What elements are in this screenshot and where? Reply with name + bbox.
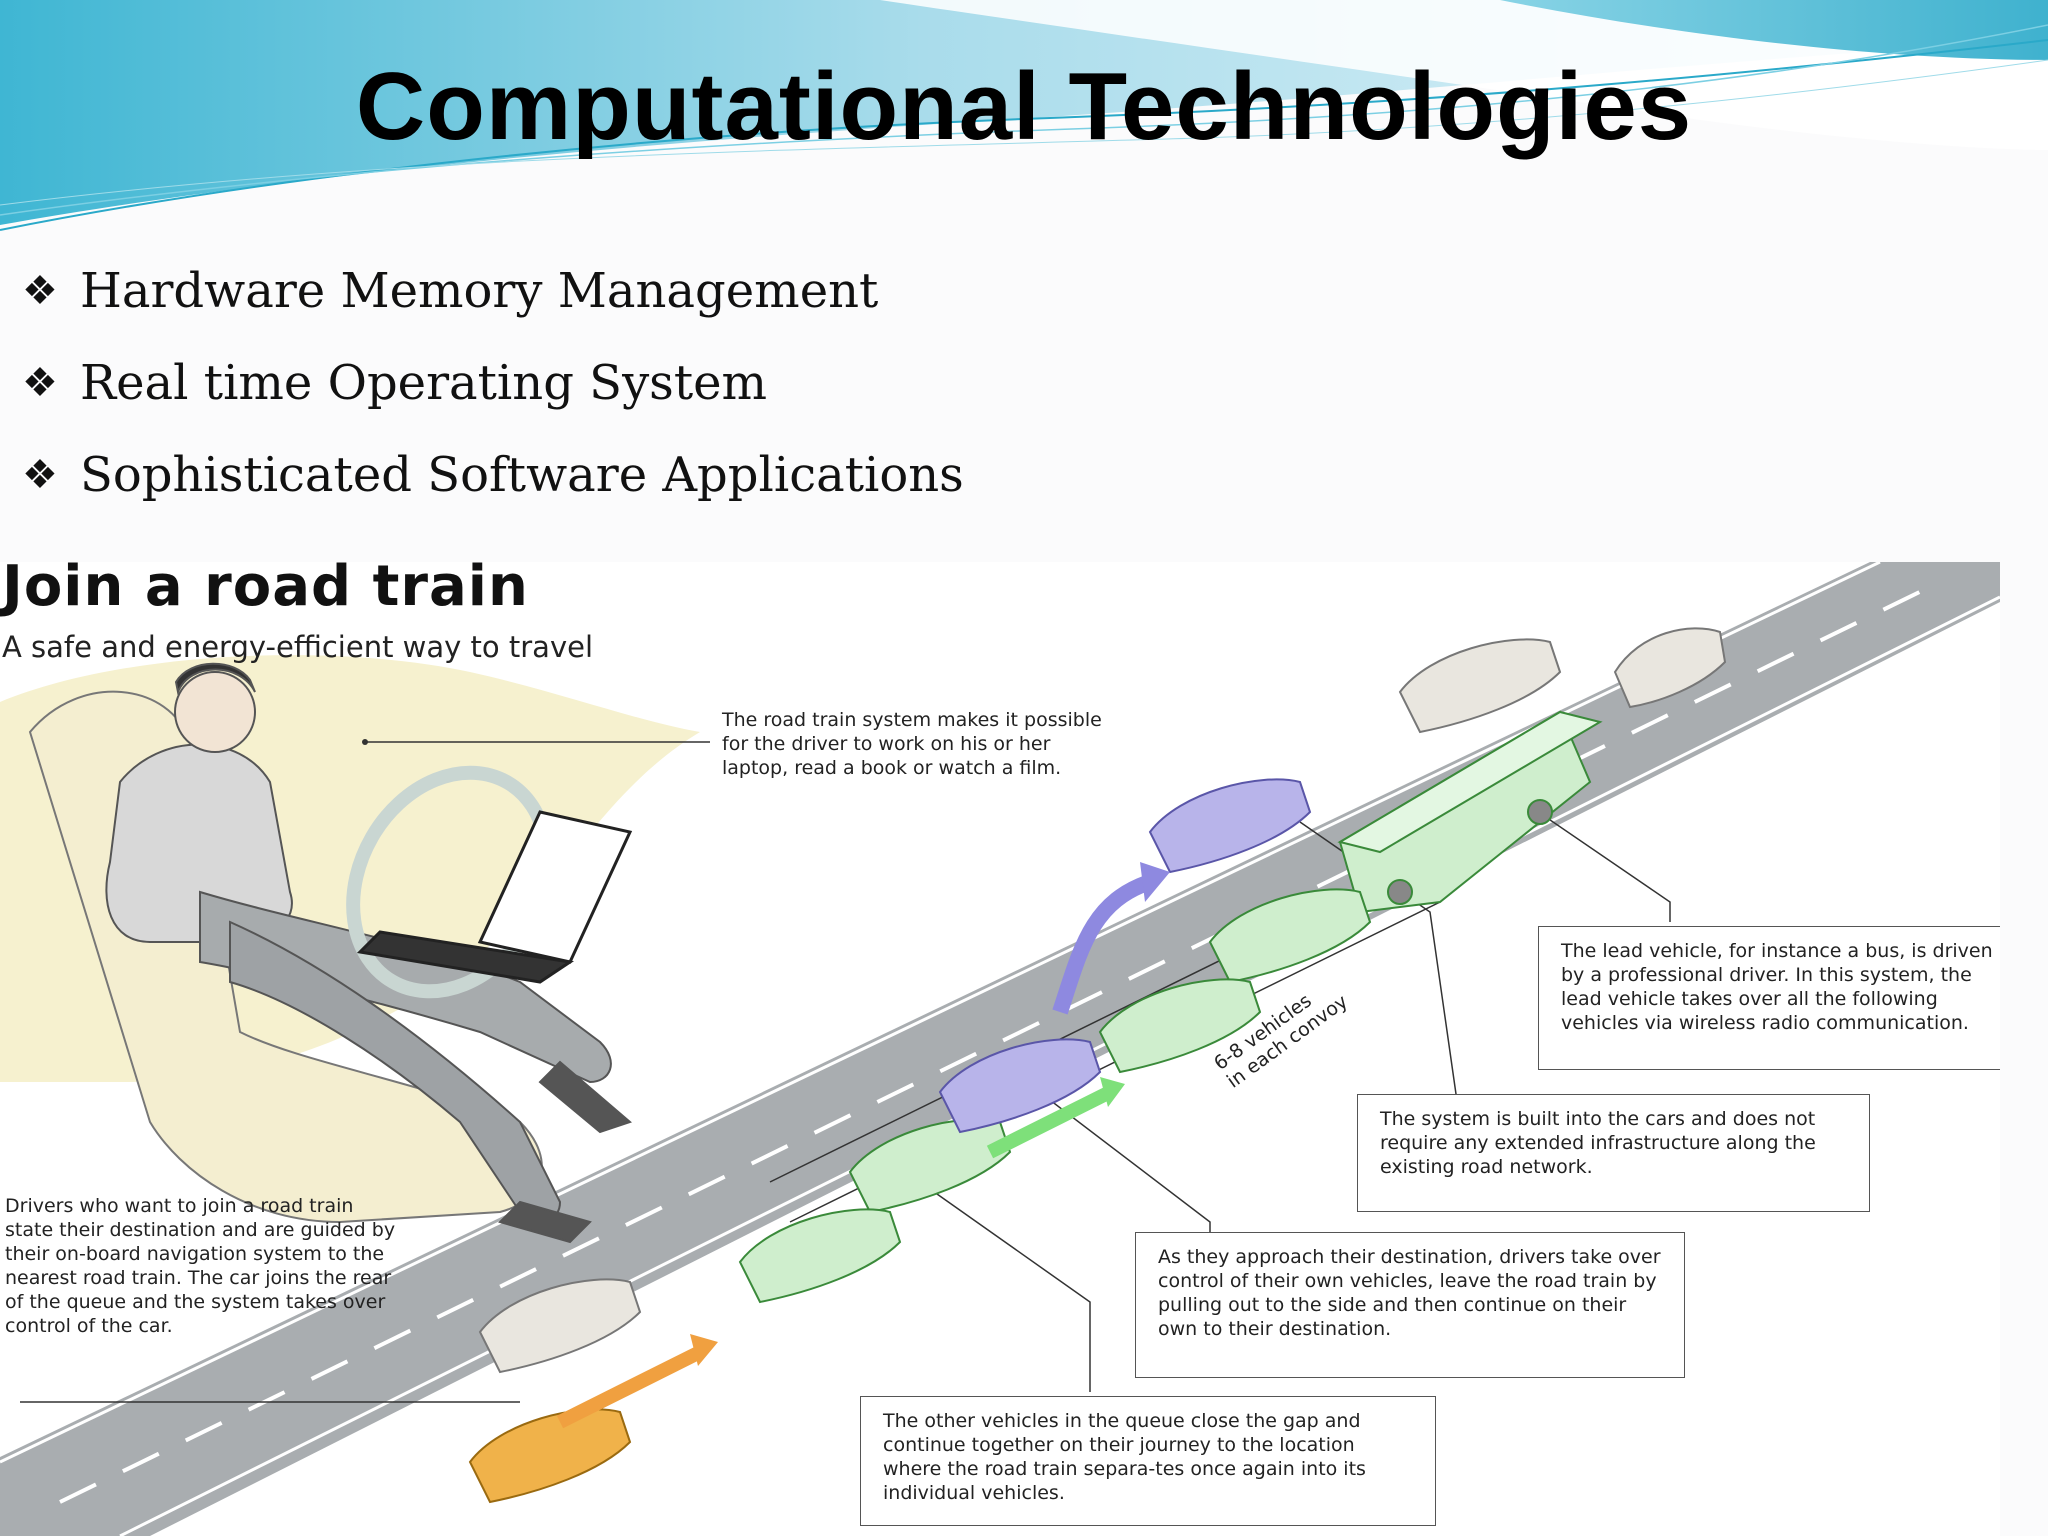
header-banner [0, 0, 2048, 231]
other-car [1613, 627, 1727, 709]
convoy-car [1098, 978, 1262, 1074]
road-train-illustration [0, 562, 2000, 1536]
caption-destination: As they approach their destination, driv… [1135, 1232, 1685, 1378]
leaving-car [938, 1038, 1102, 1134]
diamond-bullet-icon: ❖ [22, 360, 58, 406]
caption-lead-vehicle: The lead vehicle, for instance a bus, is… [1538, 926, 2000, 1070]
caption-close-gap: The other vehicles in the queue close th… [860, 1396, 1436, 1526]
lead-bus [1337, 710, 1603, 914]
leaving-car [1148, 778, 1312, 874]
diamond-bullet-icon: ❖ [22, 268, 58, 314]
caption-system: The system is built into the cars and do… [1357, 1094, 1870, 1212]
diamond-bullet-icon: ❖ [22, 452, 58, 498]
close-gap-arrow [986, 1085, 1114, 1159]
other-car [478, 1278, 642, 1374]
convoy-car [1208, 888, 1372, 984]
bullet-item: ❖ Real time Operating System [22, 337, 964, 429]
laptop [356, 810, 633, 984]
bullet-item: ❖ Hardware Memory Management [22, 245, 964, 337]
other-car [1398, 638, 1562, 734]
caption-join: Drivers who want to join a road train st… [5, 1195, 396, 1337]
infographic-title: Join a road train [2, 562, 529, 619]
bullet-text: Real time Operating System [80, 355, 768, 411]
exit-arrow [1052, 874, 1153, 1015]
bullet-text: Hardware Memory Management [80, 263, 879, 319]
joining-car [468, 1408, 632, 1504]
convoy-car [738, 1208, 902, 1304]
bullet-text: Sophisticated Software Applications [80, 447, 964, 503]
join-arrow [556, 1345, 704, 1429]
bullet-item: ❖ Sophisticated Software Applications [22, 429, 964, 521]
infographic-subtitle: A safe and energy-efficient way to trave… [2, 630, 594, 664]
road-train-infographic: Join a road train A safe and energy-effi… [0, 562, 2000, 1536]
caption-driver: The road train system makes it possible … [722, 709, 1102, 779]
slide-title: Computational Technologies [355, 53, 1693, 160]
bullet-list: ❖ Hardware Memory Management ❖ Real time… [22, 245, 964, 521]
